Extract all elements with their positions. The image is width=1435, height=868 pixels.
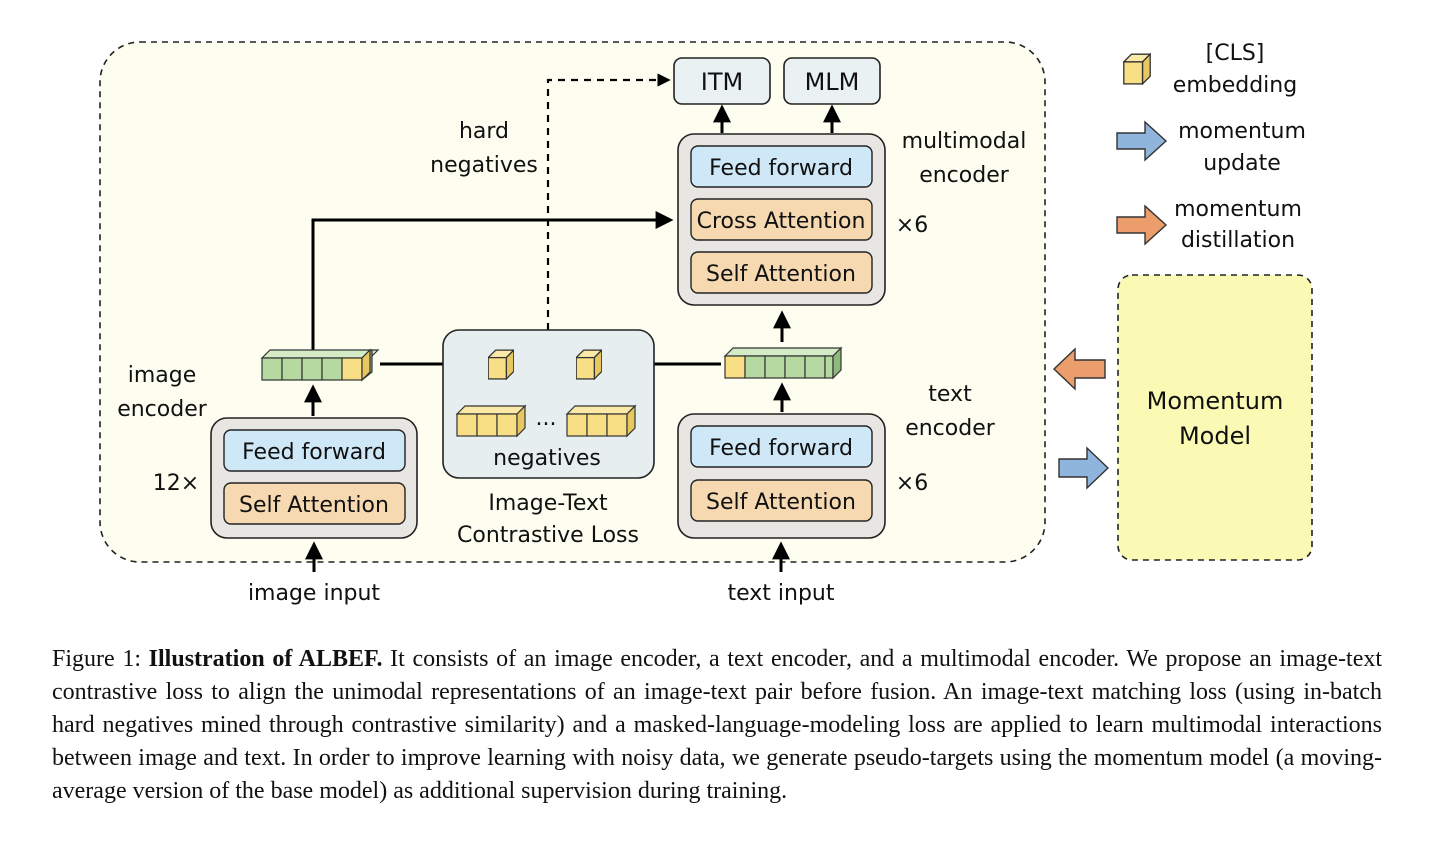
mlm-head-label: MLM [805,68,860,96]
mm-feed-forward-label: Feed forward [709,156,853,181]
negatives-stack-right-icon [565,404,637,438]
multimodal-encoder-repeat: ×6 [896,213,928,238]
legend-cls-line1: [CLS] [1206,41,1265,66]
momentum-distillation-arrow-icon [1116,204,1168,246]
momentum-update-arrow [1058,446,1110,490]
legend: [CLS] embedding momentum update momentum… [1116,41,1306,253]
caption-text: It consists of an image encoder, a text … [52,646,1383,804]
contrastive-loss-title-line1: Image-Text [488,491,608,516]
cls-cube-icon [1123,53,1151,85]
hard-negatives-line1: hard [459,119,509,144]
image-cls-cube-icon [488,349,514,380]
img-feed-forward-label: Feed forward [242,440,386,465]
momentum-model-box [1117,274,1313,561]
hard-negatives-line2: negatives [430,153,538,178]
img-self-attention-label: Self Attention [239,493,389,518]
mm-self-attention-label: Self Attention [706,262,856,287]
legend-momentum-distillation-line2: distillation [1181,228,1295,253]
mm-feed-forward-block [690,145,873,188]
text-encoder-title-line2: encoder [905,416,996,441]
mm-cross-attention-block [690,198,873,241]
text-embedding-tokens [723,346,843,380]
txt-feed-forward-label: Feed forward [709,436,853,461]
text-encoder: Feed forward Self Attention [677,413,886,539]
contrastive-loss-title-line2: Contrastive Loss [457,523,639,548]
multimodal-encoder-title-line1: multimodal [902,129,1027,154]
image-encoder-title-line2: encoder [117,397,208,422]
image-encoder-title-line1: image [128,363,197,388]
itm-head-label: ITM [701,68,743,96]
momentum-model-line2: Model [1179,422,1251,450]
hard-negatives-dashed-arrow [546,73,671,330]
txt-self-attention-block [690,479,873,522]
multimodal-encoder-title-line2: encoder [919,163,1010,188]
mm-cross-attention-label: Cross Attention [697,209,866,234]
image-input-label: image input [248,581,380,606]
img-self-attention-block [223,482,406,525]
img-feed-forward-block [223,429,406,472]
caption-label: Figure 1: [52,646,141,672]
momentum-update-arrow-icon [1116,120,1168,162]
albef-diagram: [CLS] embedding momentum update momentum… [99,41,1313,606]
mlm-head-box [783,57,881,105]
negatives-label: negatives [493,446,601,471]
negatives-stack-left-icon [455,404,527,438]
image-encoder: Feed forward Self Attention [210,417,418,539]
legend-momentum-update-line2: update [1203,151,1281,176]
mm-self-attention-block [690,251,873,294]
image-encoder-repeat: 12× [153,471,199,496]
momentum-distillation-arrow [1052,347,1106,391]
image-embedding-tokens [260,348,380,382]
text-encoder-repeat: ×6 [896,471,928,496]
txt-self-attention-label: Self Attention [706,490,856,515]
image-to-cross-attention-arrow [311,211,674,350]
caption-title: Illustration of ALBEF. [148,646,383,672]
text-cls-cube-icon [576,349,602,380]
figure-caption: Figure 1: Illustration of ALBEF. It cons… [52,643,1382,808]
negatives-ellipsis: ... [536,406,557,431]
text-encoder-title-line1: text [928,382,972,407]
contrastive-loss-box: ... negatives [442,329,655,479]
text-input-label: text input [727,581,834,606]
legend-cls-line2: embedding [1173,73,1297,98]
multimodal-encoder: Feed forward Cross Attention Self Attent… [677,133,886,306]
legend-momentum-distillation-line1: momentum [1174,197,1302,222]
legend-momentum-update-line1: momentum [1178,119,1306,144]
txt-feed-forward-block [690,425,873,468]
momentum-model-line1: Momentum [1147,387,1284,415]
itm-head-box [673,57,771,105]
